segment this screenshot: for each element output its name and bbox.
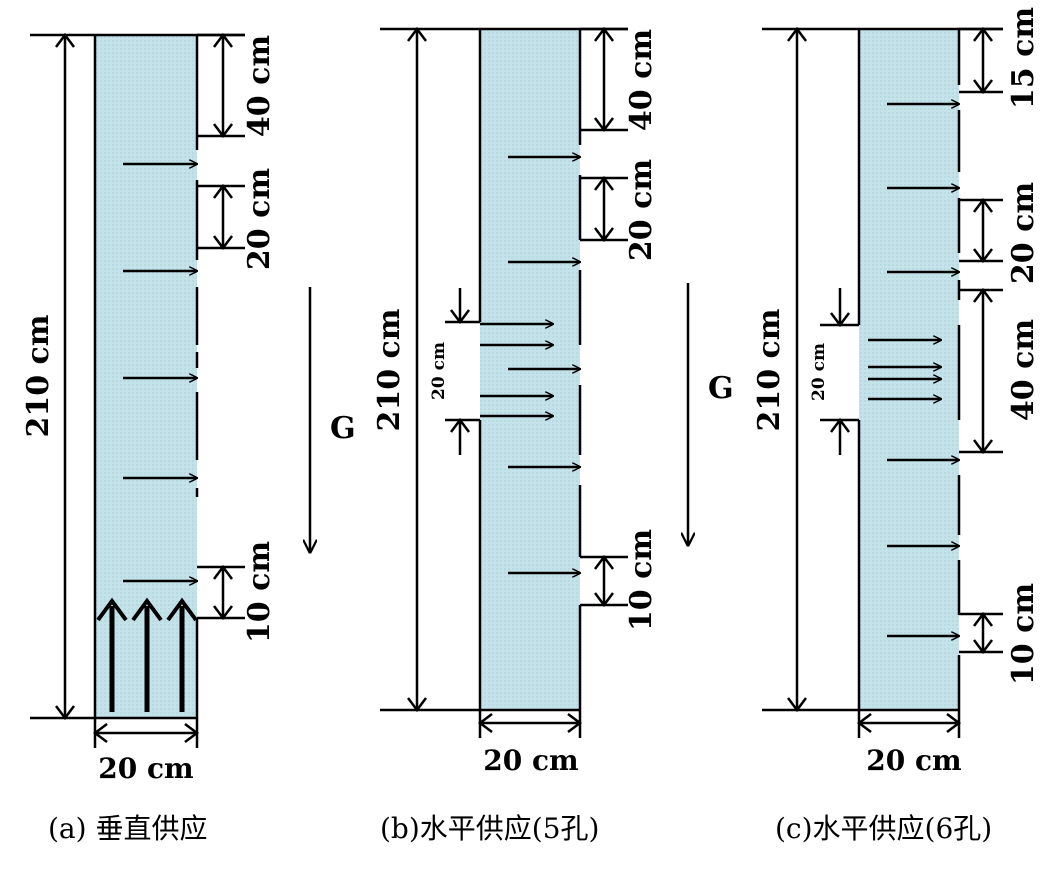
- caption-a: (a) 垂直供应: [48, 812, 207, 845]
- panel-a: [30, 32, 245, 748]
- height-label-b: 210 cm: [372, 308, 407, 431]
- gravity-label-1: G: [330, 411, 356, 446]
- dim-10cm-a: [197, 564, 245, 621]
- width-dimension-c: [856, 710, 962, 738]
- dim-20cm-b: [580, 175, 628, 243]
- inlet-dimension-c: [820, 288, 859, 455]
- width-label-a: 20 cm: [98, 752, 193, 785]
- dim-40cm-b: [580, 26, 628, 133]
- panel-b: [380, 26, 628, 738]
- height-dim-arrowheads-a: [55, 32, 75, 721]
- dim-40cm-c: [959, 287, 1003, 455]
- spacing-label-b-20: 20 cm: [624, 159, 659, 261]
- caption-b: (b)水平供应(5孔): [380, 812, 599, 845]
- column-c: [859, 29, 959, 710]
- inlet-label-b: 20 cm: [429, 342, 449, 400]
- height-dim-arrowheads-b: [407, 26, 427, 713]
- panel-c: [762, 26, 1003, 738]
- inlet-arrows-a: [96, 597, 198, 712]
- inlet-dimension-b: [445, 288, 480, 455]
- spacing-label-c-10: 10 cm: [1006, 583, 1041, 685]
- width-dimension-b: [477, 710, 583, 738]
- spacing-label-a-40: 40 cm: [242, 35, 277, 137]
- dim-10cm-b: [580, 554, 628, 608]
- dim-20cm-a: [197, 183, 245, 251]
- spacing-label-a-10: 10 cm: [242, 541, 277, 643]
- spacing-label-c-40: 40 cm: [1006, 319, 1041, 421]
- height-dim-arrowheads-c: [787, 26, 807, 713]
- spacing-label-b-40: 40 cm: [624, 29, 659, 131]
- dim-15cm-c: [959, 26, 1003, 95]
- spacing-label-b-10: 10 cm: [624, 529, 659, 631]
- height-label-a: 210 cm: [21, 314, 56, 437]
- spacing-label-c-15: 15 cm: [1006, 7, 1041, 109]
- width-label-b: 20 cm: [483, 744, 578, 777]
- dim-10cm-c: [959, 611, 1003, 655]
- height-label-c: 210 cm: [752, 308, 787, 431]
- inlet-label-c: 20 cm: [809, 343, 829, 401]
- width-label-c: 20 cm: [866, 744, 961, 777]
- gravity-label-2: G: [708, 371, 734, 406]
- spacing-label-a-20: 20 cm: [242, 168, 277, 270]
- spacing-label-c-20: 20 cm: [1006, 182, 1041, 284]
- dim-40cm-a: [197, 32, 245, 139]
- dim-20cm-c: [959, 197, 1003, 264]
- caption-c: (c)水平供应(6孔): [775, 812, 992, 845]
- width-dimension-a: [92, 718, 200, 748]
